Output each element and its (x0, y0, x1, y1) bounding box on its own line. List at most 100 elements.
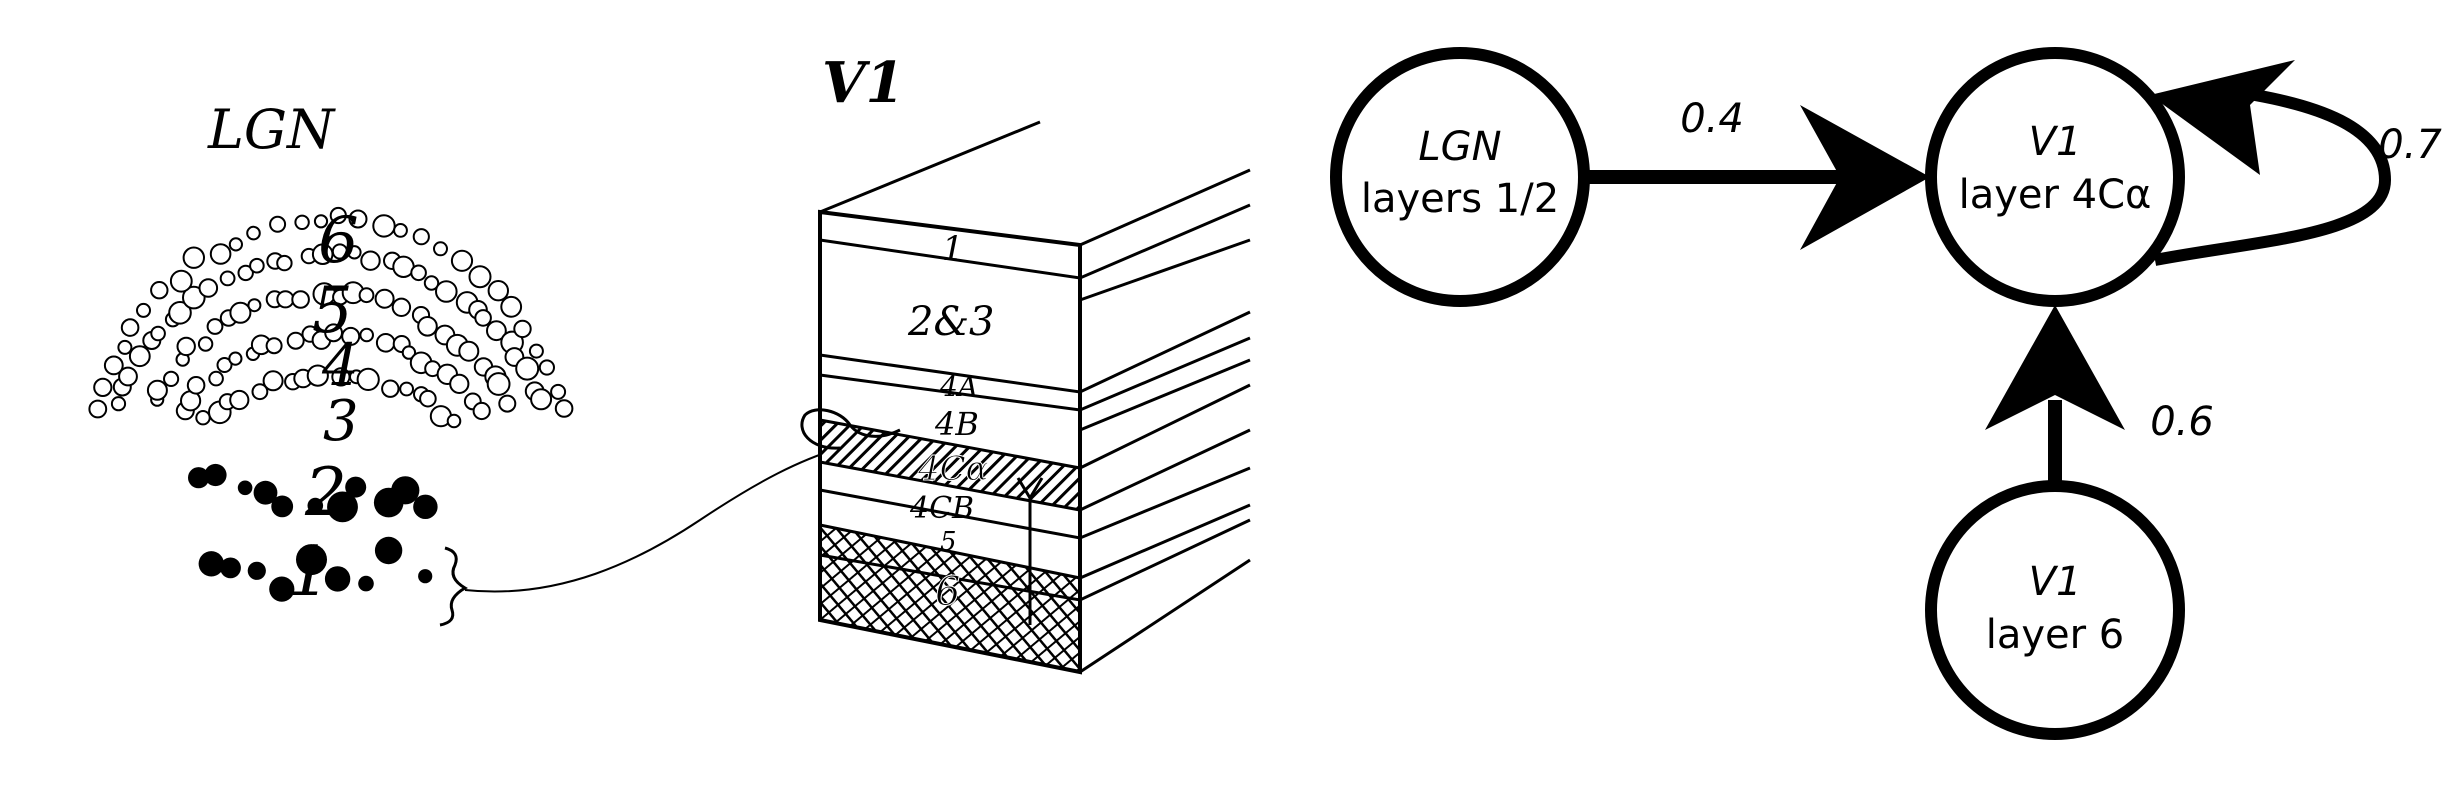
lgn-parvocellular-cell (276, 290, 295, 309)
lgn-magnocellular-cell (307, 497, 324, 514)
node-lgn-line2: layers 1/2 (1361, 176, 1559, 222)
lgn-parvocellular-cell (186, 376, 206, 395)
lgn-parvocellular-cell (538, 359, 556, 376)
lgn-parvocellular-cell (449, 373, 470, 394)
lgn-parvocellular-cell (294, 214, 310, 231)
v1-layer-label-5: 5 (940, 527, 957, 557)
lgn-magnocellular-cells (188, 463, 438, 602)
lgn-parvocellular-cell (446, 413, 462, 429)
lgn-magnocellular-cell (198, 551, 224, 577)
lgn-layer-bracket (439, 546, 468, 627)
lgn-parvocellular-cell (228, 351, 243, 366)
weight-lgn-to-4ca: 0.4 (1680, 96, 1744, 142)
lgn-parvocellular-cell (435, 280, 458, 303)
lgn-parvocellular-cell (206, 318, 224, 335)
lgn-parvocellular-cell (182, 246, 206, 269)
lgn-parvocellular-cell (412, 228, 430, 246)
lgn-layer-number-4: 4 (321, 331, 359, 399)
lgn-parvocellular-cell (198, 278, 219, 298)
lgn-parvocellular-cell (146, 379, 168, 401)
lgn-parvocellular-cell (554, 399, 574, 418)
lgn-magnocellular-cell (247, 561, 266, 580)
lgn-parvocellular-cell (458, 340, 480, 362)
lgn-parvocellular-cell (93, 377, 113, 397)
lgn-parvocellular-cell (286, 331, 305, 350)
node-v1-layer-6: V1 layer 6 (1925, 480, 2185, 740)
v1-title: V1 (822, 50, 904, 116)
lgn-parvocellular-cell (513, 319, 532, 339)
lgn-parvocellular-cell (237, 264, 254, 282)
lgn-magnocellular-cell (188, 467, 210, 489)
lgn-parvocellular-cell (393, 223, 408, 238)
lgn-magnocellular-cell (269, 576, 295, 602)
lgn-parvocellular-cell (120, 318, 140, 337)
lgn-parvocellular-cell (229, 389, 250, 411)
v1-layer-label-4cb: 4CB (909, 491, 974, 526)
node-6-line2: layer 6 (1986, 612, 2125, 658)
lgn-parvocellular-cell (331, 243, 348, 260)
lgn-magnocellular-cell (324, 566, 351, 592)
edge-6-to-4ca-arrowhead (1985, 305, 2125, 430)
lgn-parvocellular-cell (341, 326, 361, 346)
lgn-parvocellular-cell (468, 265, 492, 289)
lgn-parvocellular-cell (410, 264, 427, 282)
lgn-parvocellular-cell (360, 250, 381, 271)
weight-self-4ca: 0.7 (2378, 122, 2442, 168)
lgn-magnocellular-cell (220, 557, 241, 579)
lgn-parvocellular-cell (374, 288, 395, 309)
v1-layer-6-shading (820, 525, 1080, 672)
lgn-parvocellular-cell (359, 327, 375, 343)
lgn-magnocellular-cell (327, 491, 358, 523)
lgn-parvocellular-cell (118, 366, 138, 387)
lgn-parvocellular-cell (500, 295, 523, 318)
lgn-magnocellular-cell (345, 476, 367, 498)
node-v1-layer-4ca: V1 layer 4Cα (1925, 47, 2185, 307)
lgn-magnocellular-cell (253, 480, 278, 505)
lgn-layer-number-3: 3 (323, 389, 359, 454)
lgn-parvocellular-cell (528, 343, 544, 359)
lgn-magnocellular-cell (237, 480, 253, 496)
edge-self-4ca (2153, 89, 2392, 266)
lgn-parvocellular-cell (329, 206, 347, 225)
v1-layer-boundaries (819, 203, 1251, 674)
lgn-parvocellular-cell (209, 243, 232, 265)
circuit-graph: LGN layers 1/2 V1 layer 4Cα V1 layer 6 0… (1330, 47, 2442, 740)
lgn-parvocellular-cell (472, 401, 491, 421)
lgn-parvocellular-cell (208, 370, 224, 387)
lgn-parvocellular-cell (150, 281, 169, 300)
edge-self-4ca-arrowhead (2150, 60, 2295, 175)
lgn-parvocellular-cell (347, 245, 362, 260)
lgn-parvocellular-cell (486, 372, 511, 396)
lgn-parvocellular-cell (168, 301, 192, 325)
lgn-layer-number-2: 2 (304, 454, 347, 531)
lgn-parvocellular-cell (313, 214, 329, 229)
lgn-magnocellular-cell (413, 494, 438, 519)
lgn-illustration: LGN 6 5 4 3 2 1 (88, 98, 841, 627)
lgn-parvocellular-cell (291, 290, 310, 309)
lgn-magnocellular-cell (391, 476, 420, 505)
node-4ca-line2: layer 4Cα (1959, 172, 2152, 218)
lgn-parvocellular-cell (103, 355, 124, 376)
lgn-parvocellular-cell (530, 388, 553, 411)
lgn-parvocellular-cell (269, 215, 287, 233)
lgn-magnocellular-cell (374, 536, 403, 565)
lgn-parvocellular-cell (176, 336, 196, 357)
lgn-magnocellular-cell (204, 463, 227, 487)
v1-layer-label-6: 6 (935, 569, 960, 615)
lgn-magnocellular-cell (418, 569, 433, 584)
lgn-parvocellular-cell (197, 336, 214, 352)
v1-layer-4ca-shading (820, 420, 1080, 510)
lgn-parvocellular-cell (419, 389, 437, 408)
node-lgn-line1: LGN (1418, 124, 1501, 170)
v1-neuron-sketch (1016, 477, 1044, 625)
lgn-parvocellular-cell (110, 396, 127, 412)
lgn-parvocellular-cell (276, 254, 293, 272)
v1-layer-label-4ca: 4Cα (917, 449, 989, 489)
lgn-parvocellular-cell (163, 370, 180, 387)
lgn-parvocellular-cell (246, 225, 261, 241)
lgn-magnocellular-cell (271, 495, 294, 518)
lgn-parvocellular-cell (117, 339, 133, 355)
v1-layer-label-1: 1 (942, 229, 964, 269)
lgn-parvocellular-cell (128, 345, 151, 368)
